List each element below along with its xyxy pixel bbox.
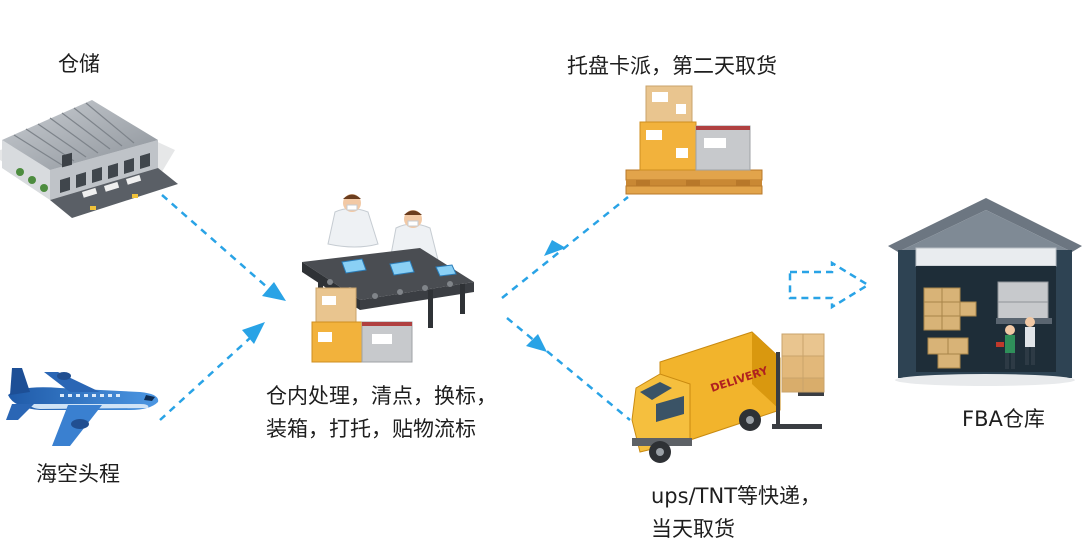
arrow-heads <box>242 240 566 352</box>
label-fba-warehouse: FBA仓库 <box>962 407 1045 431</box>
arrow-plane-to-processing <box>159 337 251 421</box>
warehouse-icon <box>0 100 178 218</box>
label-express-line-1: ups/TNT等快递， <box>651 484 822 508</box>
arrowhead-2 <box>242 322 265 344</box>
arrowhead-3 <box>544 240 566 256</box>
arrowhead-1 <box>262 282 286 301</box>
label-sea-air-first-leg: 海空头程 <box>36 462 120 486</box>
label-processing-line-1: 仓内处理，清点，换标， <box>266 384 497 408</box>
worker-1-icon <box>327 194 379 248</box>
fba-warehouse-icon <box>888 198 1082 386</box>
workers-conveyor-icon <box>302 194 474 363</box>
label-pallet-delivery: 托盘卡派，第二天取货 <box>567 54 777 78</box>
label-warehouse: 仓储 <box>58 52 100 76</box>
delivery-truck-icon: DELIVERY <box>631 331 825 463</box>
arrowhead-4 <box>526 334 547 352</box>
airplane-icon <box>6 368 159 446</box>
hand-truck-icon <box>772 333 825 429</box>
arrow-warehouse-to-processing <box>161 194 269 289</box>
fba-workers-icon <box>996 317 1035 369</box>
arrow-processing-to-express <box>506 317 631 421</box>
pallet-boxes-icon <box>625 85 763 195</box>
label-processing-line-2: 装箱，打托，贴物流标 <box>266 417 476 441</box>
label-express-line-2: 当天取货 <box>651 517 735 541</box>
hollow-arrow-to-fba <box>788 260 871 310</box>
processing-boxes-icon <box>311 287 413 363</box>
